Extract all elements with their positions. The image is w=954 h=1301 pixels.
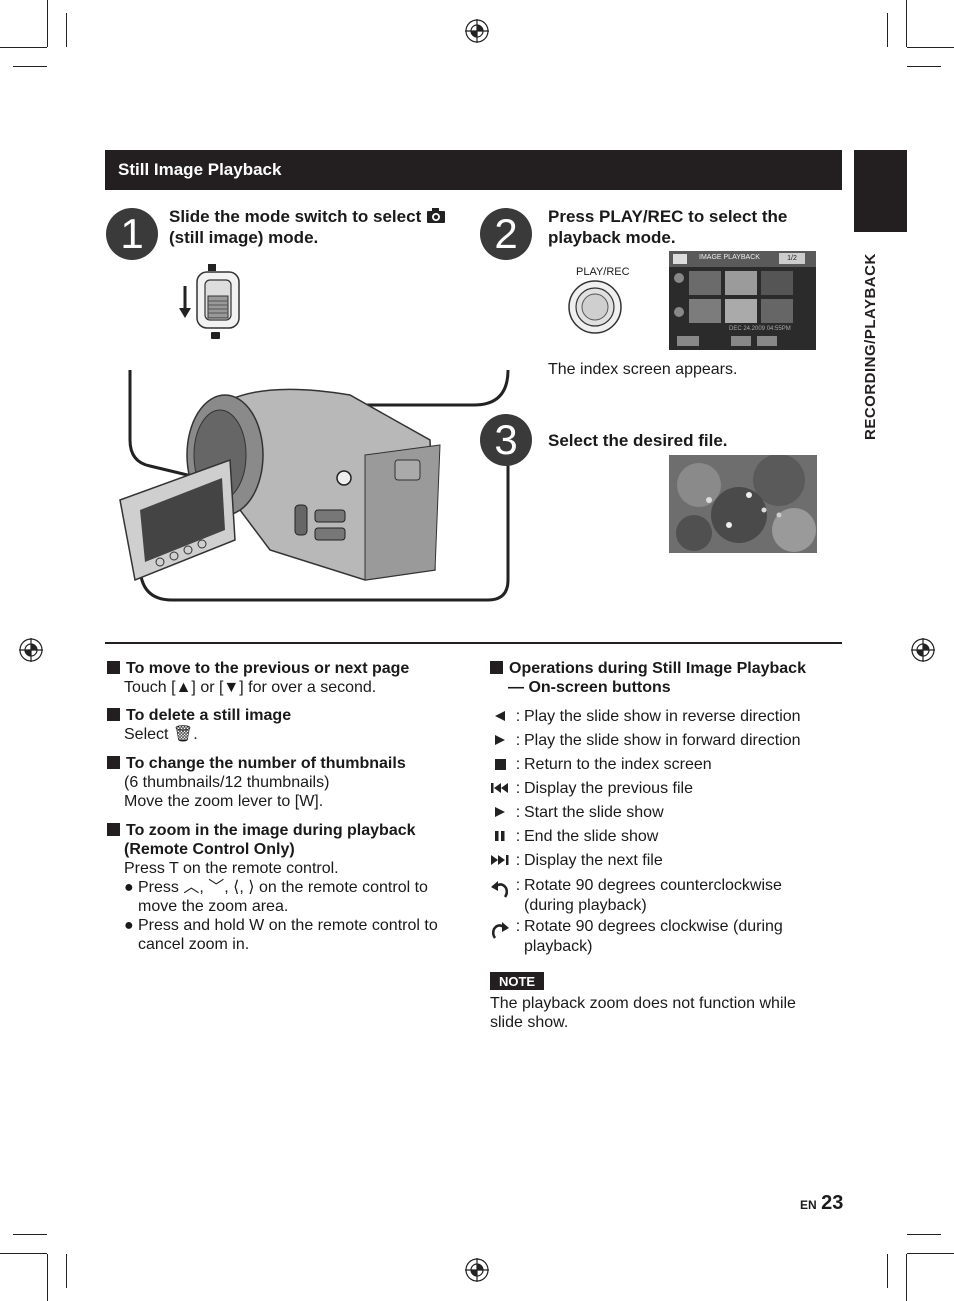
previous-file-icon [491, 783, 508, 793]
index-screen-title: IMAGE PLAYBACK [699, 254, 760, 261]
thumbnail[interactable] [761, 271, 793, 295]
divider [105, 642, 842, 644]
video-icon [208, 264, 216, 271]
operation-row: :Rotate 90 degrees counterclockwise (dur… [488, 876, 824, 915]
operation-row: :Display the previous file [488, 779, 824, 799]
rotate-ccw-icon [491, 881, 509, 898]
camera-icon [673, 254, 687, 264]
side-label: RECORDING/PLAYBACK [862, 253, 879, 440]
crop-mark [887, 13, 888, 47]
bullet-item: ●Press and hold W on the remote control … [124, 917, 438, 953]
operation-row: :Rotate 90 degrees clockwise (during pla… [488, 917, 824, 956]
crop-mark [907, 1234, 941, 1235]
crop-mark [887, 1254, 888, 1288]
operation-row: :Display the next file [488, 851, 824, 871]
note-badge: NOTE [490, 972, 544, 990]
step-2-caption: The index screen appears. [548, 361, 738, 378]
bullet-square [107, 661, 120, 674]
reverse-icon [495, 711, 505, 721]
list-item: To change the number of thumbnails (6 th… [107, 754, 406, 811]
play-rec-label: PLAY/REC [576, 266, 630, 278]
registration-mark [19, 638, 43, 662]
registration-mark [465, 1258, 489, 1282]
next-file-icon [491, 855, 509, 865]
step-1-number: 1 [106, 208, 158, 260]
crop-mark [906, 1254, 907, 1301]
operation-row: :Return to the index screen [488, 755, 824, 775]
registration-mark [465, 19, 489, 43]
camera-icon [426, 208, 445, 223]
crop-mark [47, 0, 48, 47]
play-icon[interactable] [677, 336, 699, 346]
registration-mark [911, 638, 935, 662]
thumbnail[interactable] [689, 271, 721, 295]
operation-row: :Play the slide show in reverse directio… [488, 707, 824, 727]
index-screen: IMAGE PLAYBACK 1/2 DEC 24.2009 04:55PM [669, 251, 816, 350]
note-text: The playback zoom does not function whil… [490, 995, 796, 1031]
crop-mark [0, 1253, 47, 1254]
selected-photo [669, 455, 817, 553]
crop-mark [907, 47, 954, 48]
list-item: To zoom in the image during playback (Re… [107, 821, 467, 954]
operation-row: :Play the slide show in forward directio… [488, 731, 824, 751]
crop-mark [906, 0, 907, 47]
crop-mark [66, 13, 67, 47]
page-indicator: 1/2 [779, 253, 805, 264]
thumbnail[interactable] [725, 271, 757, 295]
crop-mark [47, 1254, 48, 1301]
crop-mark [907, 1253, 954, 1254]
zoom-icon[interactable] [674, 307, 684, 317]
crop-mark [13, 66, 47, 67]
camera-icon [211, 332, 220, 339]
list-item: To move to the previous or next page Tou… [107, 659, 409, 697]
trash-icon[interactable] [757, 336, 777, 346]
side-tab [854, 150, 907, 232]
bullet-square [107, 823, 120, 836]
index-screen-date: DEC 24.2009 04:55PM [729, 326, 791, 332]
camcorder-illustration [119, 370, 510, 602]
operation-row: :End the slide show [488, 827, 824, 847]
play-icon [495, 807, 505, 817]
thumbnail[interactable] [725, 299, 757, 323]
bullet-item: ●Press ︿, ﹀, ⟨, ⟩ on the remote control … [124, 879, 428, 915]
crop-mark [13, 1234, 47, 1235]
bullet-square [490, 661, 503, 674]
forward-icon [495, 735, 505, 745]
crop-mark [907, 66, 941, 67]
bullet-square [107, 708, 120, 721]
step-3-number: 3 [480, 414, 532, 466]
crop-mark [0, 47, 47, 48]
bullet-square [107, 756, 120, 769]
search-icon[interactable] [731, 336, 751, 346]
play-rec-button[interactable] [566, 280, 624, 338]
operations-list: :Play the slide show in reverse directio… [488, 707, 840, 962]
step-2-title: Press PLAY/REC to select the playback mo… [548, 207, 788, 247]
pause-icon [495, 831, 505, 841]
crop-mark [66, 1254, 67, 1288]
step-1-title: Slide the mode switch to select (still i… [169, 206, 469, 248]
thumbnail[interactable] [761, 299, 793, 323]
section-title: Still Image Playback [105, 150, 842, 190]
rotate-cw-icon [491, 922, 509, 939]
stop-icon [495, 759, 506, 770]
page-number: EN 23 [800, 1192, 844, 1214]
operation-row: :Start the slide show [488, 803, 824, 823]
operations-section: Operations during Still Image Playback —… [490, 659, 840, 697]
mode-switch-illustration [179, 264, 240, 339]
step-3-title: Select the desired file. [548, 431, 728, 450]
step-2-number: 2 [480, 208, 532, 260]
thumbnail[interactable] [689, 299, 721, 323]
list-item: To delete a still image Select 🗑. [107, 706, 291, 744]
up-arrow-icon[interactable] [674, 273, 684, 283]
